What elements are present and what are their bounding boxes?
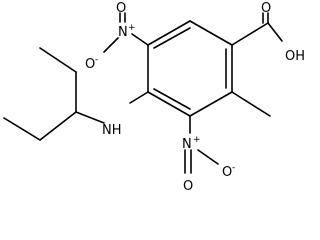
bond-ethyl-top-terminal (39, 47, 77, 73)
bond-c-oh (267, 22, 283, 42)
nitro-top-minus-oxygen-label: O (85, 57, 95, 72)
nitro-top-minus-charge: - (95, 55, 98, 65)
nitro-top-nitrogen-label: N (118, 25, 128, 40)
ring-bond-c4-c5 (147, 91, 191, 117)
ring-bond-c4-c5-inner (153, 88, 191, 110)
carboxylic-acid-group: O OH (231, 1, 305, 64)
bond-n-ominus-top (103, 37, 119, 53)
ring-bond-c3-c4 (189, 91, 233, 117)
bond-ring-to-nh (129, 91, 149, 104)
nitro-bottom-plus-charge: + (193, 135, 201, 145)
bond-ethyl-bottom-terminal (3, 117, 41, 141)
amine-nh-label: NH (102, 123, 122, 138)
bond-nh-to-ch (75, 111, 105, 124)
acid-hydroxyl-label: OH (285, 49, 305, 64)
bond-ring-to-nitro-top (131, 33, 149, 46)
ring-bond-c1-c2 (189, 20, 233, 46)
ring-bond-c6-c1-inner (153, 27, 191, 49)
ring-bond-c6-c1 (147, 20, 191, 46)
methyl-bond (231, 91, 271, 117)
bond-n-ominus-bottom (197, 149, 219, 165)
chemical-structure: O OH O N + O - N + O O - NH (3, 1, 305, 194)
acid-carbonyl-oxygen-label: O (261, 1, 271, 16)
nitro-bottom-minus-charge: - (232, 163, 235, 173)
pentan-3-ylamino-group: NH (3, 47, 149, 141)
nitro-bottom-minus-oxygen-label: O (222, 165, 232, 180)
nitro-bottom-nitrogen-label: N (182, 137, 192, 152)
nitro-group-bottom: N + O O - (182, 115, 235, 194)
benzene-ring (147, 20, 233, 117)
nitro-top-oxygen-label: O (116, 1, 126, 16)
nitro-top-plus-charge: + (128, 23, 136, 33)
bond-ring-to-carboxyl (231, 22, 269, 46)
nitro-bottom-oxygen-label: O (183, 179, 193, 194)
nitro-group-top: O N + O - (85, 1, 149, 72)
bond-ch-to-ethyl-bottom (39, 111, 77, 141)
